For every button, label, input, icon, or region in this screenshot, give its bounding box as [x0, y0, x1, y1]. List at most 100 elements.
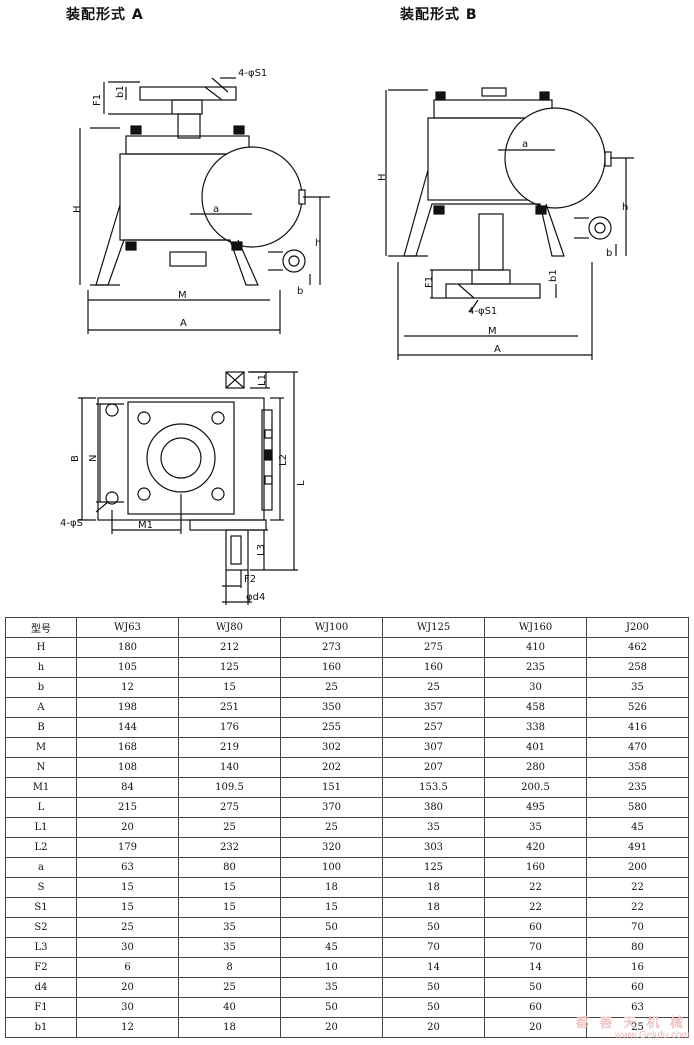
row-parameter: N: [5, 757, 77, 778]
table-cell: 370: [280, 797, 383, 818]
table-cell: 320: [280, 837, 383, 858]
table-cell: 212: [178, 637, 281, 658]
table-cell: 307: [382, 737, 485, 758]
table-cell: 30: [76, 997, 179, 1018]
table-cell: 357: [382, 697, 485, 718]
table-cell: 491: [586, 837, 689, 858]
table-cell: 219: [178, 737, 281, 758]
label-b-b1: b1: [548, 269, 559, 282]
label-m1: M1: [138, 520, 153, 531]
table-cell: 25: [586, 1017, 689, 1038]
table-cell: 16: [586, 957, 689, 978]
row-parameter: M: [5, 737, 77, 758]
label-a-b1: b1: [115, 85, 126, 98]
row-parameter: b: [5, 677, 77, 698]
row-parameter: M1: [5, 777, 77, 798]
label-a-s1: 4-φS1: [238, 68, 267, 79]
label-l1: L1: [257, 374, 268, 386]
table-cell: 50: [484, 977, 587, 998]
table-cell: 168: [76, 737, 179, 758]
table-cell: 80: [586, 937, 689, 958]
assembly-a-title: 装配形式 A: [66, 7, 144, 23]
table-cell: 235: [484, 657, 587, 678]
output-hub-b: [471, 269, 511, 285]
plan-view-drawing: [78, 371, 298, 605]
table-cell: 25: [76, 917, 179, 938]
table-cell: 30: [484, 677, 587, 698]
table-cell: 198: [76, 697, 179, 718]
table-cell: 18: [178, 1017, 281, 1038]
table-cell: 70: [586, 917, 689, 938]
table-cell: 470: [586, 737, 689, 758]
table-cell: 109.5: [178, 777, 281, 798]
table-cell: 151: [280, 777, 383, 798]
worm-housing: [201, 146, 303, 248]
label-b-small-h: h: [622, 202, 628, 213]
label-b-f1: F1: [424, 276, 435, 288]
table-cell: 20: [382, 1017, 485, 1038]
table-cell: 18: [382, 897, 485, 918]
label-b-m: M: [488, 326, 497, 337]
label-l: L: [296, 480, 307, 486]
table-cell: 50: [382, 997, 485, 1018]
label-a-a-dim: A: [180, 318, 187, 329]
table-cell: 251: [178, 697, 281, 718]
table-cell: 153.5: [382, 777, 485, 798]
technical-drawing: 4-φS1 F1 b1 H a h b M A: [60, 68, 634, 605]
label-n: N: [88, 455, 99, 462]
table-cell: 14: [382, 957, 485, 978]
label-l3: L3: [256, 544, 267, 556]
table-cell: 20: [76, 817, 179, 838]
row-parameter: L3: [5, 937, 77, 958]
table-cell: 25: [280, 817, 383, 838]
row-parameter: S: [5, 877, 77, 898]
table-cell: 275: [178, 797, 281, 818]
table-cell: 18: [382, 877, 485, 898]
table-cell: 125: [178, 657, 281, 678]
label-d4: φd4: [246, 592, 265, 603]
row-parameter: A: [5, 697, 77, 718]
table-cell: 25: [382, 677, 485, 698]
label-a-f1: F1: [92, 94, 103, 106]
table-cell: 338: [484, 717, 587, 738]
row-parameter: L: [5, 797, 77, 818]
row-parameter: a: [5, 857, 77, 878]
table-cell: 70: [484, 937, 587, 958]
table-cell: 20: [76, 977, 179, 998]
table-cell: 232: [178, 837, 281, 858]
table-cell: 420: [484, 837, 587, 858]
label-s-holes: 4-φS: [60, 518, 83, 529]
table-cell: 70: [382, 937, 485, 958]
table-cell: 207: [382, 757, 485, 778]
input-key: [225, 371, 245, 389]
header-j200: J200: [586, 617, 689, 638]
table-cell: 179: [76, 837, 179, 858]
table-cell: 462: [586, 637, 689, 658]
table-cell: 458: [484, 697, 587, 718]
table-cell: 160: [382, 657, 485, 678]
output-shaft-b: [478, 213, 504, 271]
header-wj160: WJ160: [484, 617, 587, 638]
output-flange: [139, 86, 237, 101]
table-cell: 50: [382, 917, 485, 938]
table-cell: 180: [76, 637, 179, 658]
row-parameter: L2: [5, 837, 77, 858]
table-cell: 15: [178, 897, 281, 918]
table-cell: 416: [586, 717, 689, 738]
output-hub: [171, 99, 203, 115]
table-cell: 63: [76, 857, 179, 878]
table-cell: 15: [76, 897, 179, 918]
table-cell: 22: [586, 877, 689, 898]
table-cell: 40: [178, 997, 281, 1018]
assembly-a-drawing: [79, 77, 330, 334]
table-cell: 22: [586, 897, 689, 918]
watermark-url: www.Gelufu.com: [614, 1030, 690, 1041]
table-cell: 60: [586, 977, 689, 998]
